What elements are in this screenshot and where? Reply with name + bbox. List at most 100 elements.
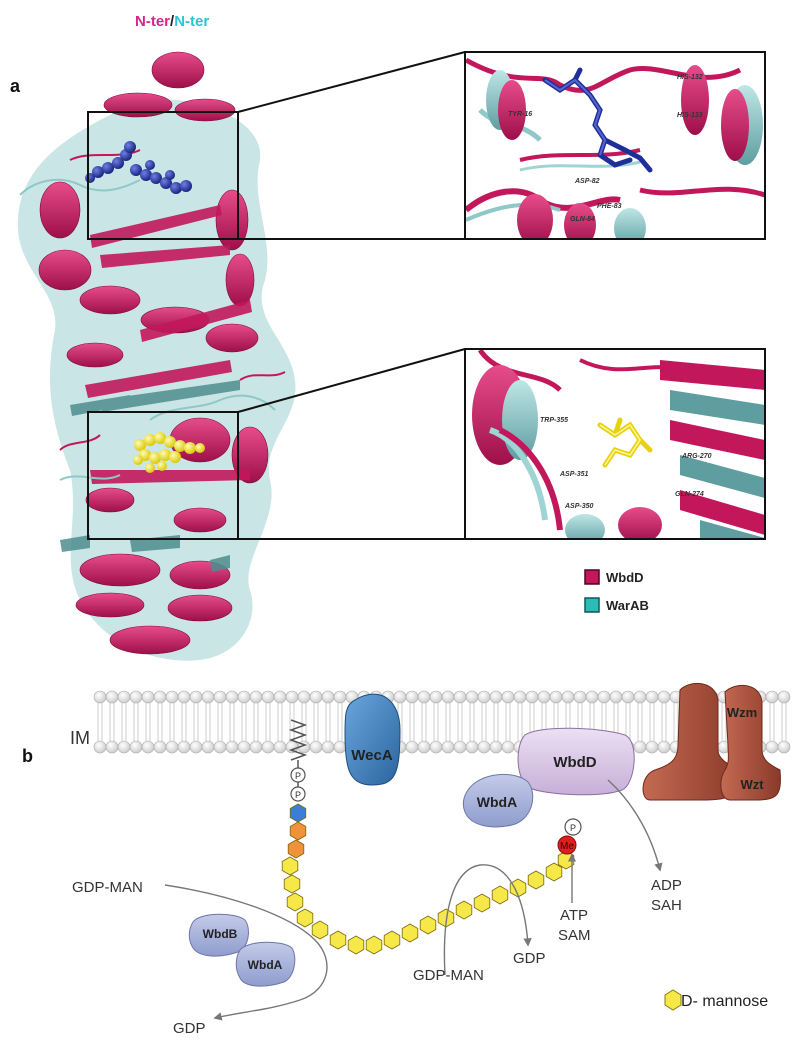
svg-text:P: P <box>570 823 576 833</box>
residue-phe83: PHE-83 <box>597 203 622 210</box>
residue-his132: HIS-132 <box>677 74 703 81</box>
gdp-left-label: GDP <box>173 1020 206 1037</box>
wbda-membrane-protein: WbdA <box>462 773 534 828</box>
selection-box-bottom <box>87 411 239 540</box>
lipid-head-upper <box>189 690 203 704</box>
wbdb-protein: WbdB <box>188 913 249 957</box>
lipid-tail <box>205 703 211 741</box>
lipid-head-upper <box>249 690 263 704</box>
protein-structure-overlay <box>17 51 296 661</box>
lipid-tail <box>169 703 175 741</box>
lipid-head-upper <box>441 690 455 704</box>
lipid-head-upper <box>297 690 311 704</box>
lipid-head-upper <box>141 690 155 704</box>
lipid-head-lower <box>633 740 647 754</box>
arrow-gdp-man-left <box>164 884 328 1021</box>
lipid-head-lower <box>777 740 791 754</box>
ligand-blue-spheres <box>85 141 192 194</box>
phosphate-2 <box>290 786 306 802</box>
lipid-head-lower <box>249 740 263 754</box>
residue-asp350: ASP-350 <box>564 503 594 510</box>
residue-tyr16: TYR-16 <box>508 111 532 118</box>
ligand-yellow-spheres <box>133 432 205 473</box>
lipid-tail <box>313 703 319 741</box>
lipid-tail <box>769 703 775 741</box>
lipid-head-upper <box>213 690 227 704</box>
mannose-sugar <box>286 892 304 912</box>
wbda-membrane-label: WbdA <box>477 794 517 810</box>
lipid-head-upper <box>261 690 275 704</box>
lipid-head-lower <box>465 740 479 754</box>
lipid-head-lower <box>237 740 251 754</box>
lipid-tail <box>337 703 343 741</box>
lipid-head-lower <box>93 740 107 754</box>
zoom-panel-top: TYR-16 HIS-132 HIS-133 ASP-82 PHE-83 GLN… <box>464 51 766 240</box>
lipid-head-lower <box>309 740 323 754</box>
residue-trp355: TRP-355 <box>540 417 568 424</box>
lipid-head-upper <box>609 690 623 704</box>
lipid-head-lower <box>417 740 431 754</box>
panel-a-label: a <box>10 76 21 96</box>
lipid-head-upper <box>225 690 239 704</box>
nterm-warab: N-ter <box>174 13 209 30</box>
lipid-tail <box>637 703 643 741</box>
lipid-head-upper <box>777 690 791 704</box>
lipid-head-lower <box>141 740 155 754</box>
mannose-sugar <box>545 862 563 882</box>
lipid-carrier-tail <box>288 719 308 761</box>
lipid-head-upper <box>201 690 215 704</box>
lipid-head-lower <box>321 740 335 754</box>
lipid-head-upper <box>765 690 779 704</box>
residue-asp82: ASP-82 <box>574 178 600 185</box>
lipid-head-upper <box>393 690 407 704</box>
lipid-head-lower <box>129 740 143 754</box>
lipid-head-lower <box>429 740 443 754</box>
lipid-tail <box>217 703 223 741</box>
methyl-group <box>557 835 577 855</box>
panel-b-label: b <box>22 746 33 766</box>
lipid-head-lower <box>489 740 503 754</box>
lipid-head-upper <box>645 690 659 704</box>
lipid-head-lower <box>261 740 275 754</box>
mannose-hexagon-icon <box>664 989 682 1011</box>
lipid-tail <box>421 703 427 741</box>
mannose-sugar <box>401 923 419 943</box>
mannose-legend: D- mannose <box>664 989 768 1011</box>
wbdd-protein: WbdD <box>517 727 635 796</box>
lipid-head-upper <box>549 690 563 704</box>
lipid-tail <box>181 703 187 741</box>
wzm-label: Wzm <box>727 705 757 720</box>
mannose-sugar <box>473 893 491 913</box>
gdp-man-left-label: GDP-MAN <box>72 879 143 896</box>
lipid-head-lower <box>405 740 419 754</box>
svg-text:P: P <box>295 790 301 800</box>
lipid-head-upper <box>525 690 539 704</box>
lipid-tail <box>325 703 331 741</box>
sam-label: SAM <box>558 927 591 944</box>
lipid-head-lower <box>165 740 179 754</box>
lipid-tail <box>445 703 451 741</box>
lipid-head-upper <box>477 690 491 704</box>
lipid-head-lower <box>153 740 167 754</box>
lipid-head-upper <box>333 690 347 704</box>
atp-label: ATP <box>560 907 588 924</box>
lipid-head-upper <box>465 690 479 704</box>
lipid-tail <box>265 703 271 741</box>
lipid-tail <box>133 703 139 741</box>
lipid-head-lower <box>201 740 215 754</box>
phosphate-cap <box>564 818 582 836</box>
lipid-tail <box>433 703 439 741</box>
mannose-sugar <box>311 920 329 940</box>
lipid-tail <box>625 703 631 741</box>
residue-arg270: ARG-270 <box>681 453 712 460</box>
lipid-tail <box>193 703 199 741</box>
nterm-separator: / <box>170 13 175 30</box>
lipid-head-lower <box>117 740 131 754</box>
wbdb-label: WbdB <box>203 927 238 941</box>
lipid-tail <box>505 703 511 741</box>
weca-protein: WecA <box>344 693 401 786</box>
lipid-tail <box>97 703 103 741</box>
lipid-tail <box>229 703 235 741</box>
lipid-head-upper <box>597 690 611 704</box>
lipid-head-upper <box>621 690 635 704</box>
